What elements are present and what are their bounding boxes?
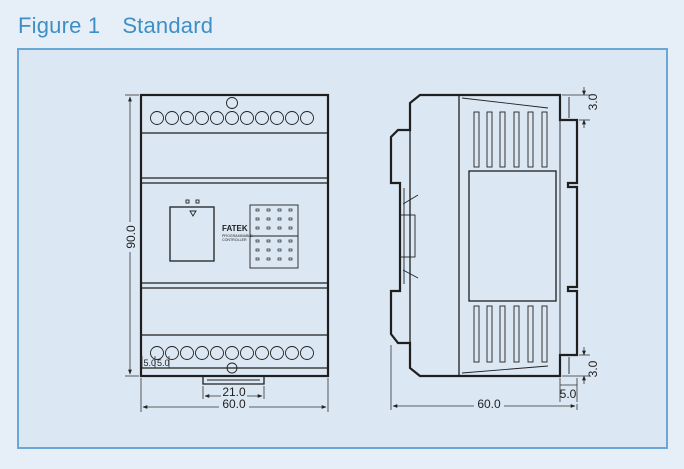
figure-label: Figure 1 xyxy=(18,13,101,38)
port-cover xyxy=(169,206,215,262)
brand-label: FATEK xyxy=(222,224,248,233)
side-body-outline xyxy=(389,93,579,378)
dim-width: 60.0 xyxy=(140,378,329,412)
dim-pitch-a: 5.0 xyxy=(144,358,157,368)
front-body-outline xyxy=(139,93,330,378)
dim-foot: 5.0 xyxy=(559,378,578,402)
side-center-panel xyxy=(468,170,557,302)
dim-rail-clip: 21.0 xyxy=(202,385,265,399)
dim-height: 90.0 xyxy=(121,94,139,377)
led-indicator-panel xyxy=(249,204,299,269)
din-rail-clip xyxy=(202,376,265,385)
dim-pitch-b: 5.0 xyxy=(157,358,170,368)
bottom-vent-slats xyxy=(461,305,549,374)
dim-top-offset-label: 3.0 xyxy=(586,93,600,110)
top-vent-slats xyxy=(461,97,549,168)
brand-subtitle-1: PROGRAMMABLE xyxy=(222,234,253,238)
dim-depth-label: 60.0 xyxy=(477,397,501,411)
side-view: 3.0 3.0 5.0 60.0 xyxy=(389,87,600,411)
dim-height-label: 90.0 xyxy=(124,225,138,249)
dim-depth: 60.0 xyxy=(390,345,578,411)
triangle-marker-icon xyxy=(189,210,197,217)
dim-rail-label: 21.0 xyxy=(222,385,246,399)
dim-foot-label: 5.0 xyxy=(560,387,577,401)
figure-title: Figure 1 Standard xyxy=(18,13,213,39)
brand-subtitle-2: CONTROLLER xyxy=(222,238,247,242)
dim-bottom-offset: 3.0 xyxy=(562,347,600,384)
front-view: FATEK PROGRAMMABLE CONTROLLER xyxy=(121,93,330,412)
top-terminal-screws xyxy=(150,97,314,125)
dim-top-offset: 3.0 xyxy=(562,87,600,128)
dim-bottom-offset-label: 3.0 xyxy=(586,360,600,377)
figure-caption: Standard xyxy=(122,13,214,38)
dim-width-label: 60.0 xyxy=(222,397,246,411)
bottom-terminal-screws xyxy=(150,346,314,374)
dim-terminal-pitch: 5.0 5.0 xyxy=(141,356,170,368)
